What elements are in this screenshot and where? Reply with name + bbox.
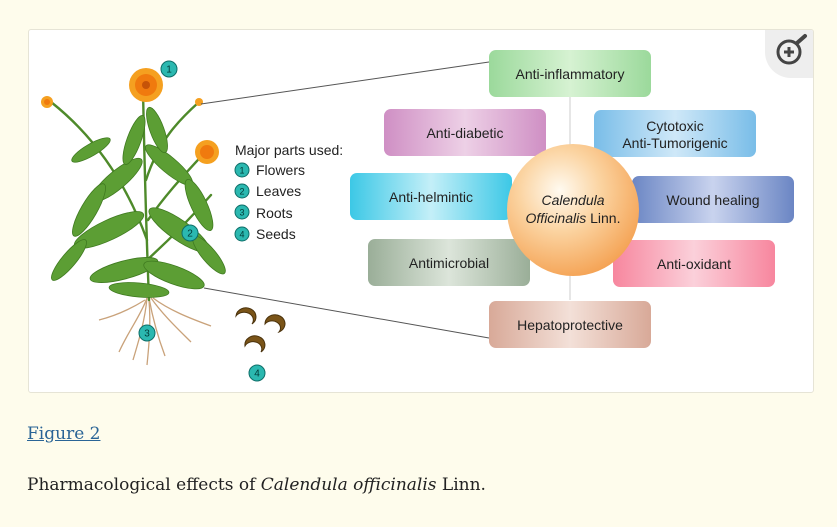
effect-anti-oxidant: Anti-oxidant	[613, 240, 775, 287]
marker-4: 4	[248, 364, 266, 382]
svg-text:Anti-oxidant: Anti-oxidant	[657, 256, 731, 272]
svg-text:1: 1	[166, 65, 172, 76]
svg-text:Wound healing: Wound healing	[666, 192, 759, 208]
calendula-flower	[195, 98, 203, 106]
calendula-flower	[129, 68, 163, 102]
effect-hepatoprotective: Hepatoprotective	[489, 301, 651, 348]
svg-text:Hepatoprotective: Hepatoprotective	[517, 317, 623, 333]
svg-text:Cytotoxic: Cytotoxic	[646, 118, 704, 134]
marker-1: 1	[160, 60, 178, 78]
svg-text:Calendula: Calendula	[541, 192, 604, 208]
svg-text:Anti-helmintic: Anti-helmintic	[389, 189, 473, 205]
calendula-flower	[195, 140, 219, 164]
effect-antimicrobial: Antimicrobial	[368, 239, 530, 286]
calendula-flower	[41, 96, 53, 108]
seed-illustrations	[235, 307, 286, 353]
caption-species: Calendula officinalis	[260, 475, 437, 495]
part-flowers: Flowers	[256, 162, 305, 178]
svg-text:4: 4	[254, 369, 260, 380]
svg-text:3: 3	[239, 208, 244, 218]
center-species-circle: Calendula Officinalis Linn.	[507, 144, 639, 276]
calendula-plant-illustration	[41, 68, 226, 366]
figure-image[interactable]: 1 2 3 4 Major parts used: 1 Flowers 2	[28, 29, 814, 393]
svg-text:4: 4	[239, 230, 244, 240]
svg-text:1: 1	[239, 166, 244, 176]
part-leaves: Leaves	[256, 183, 301, 199]
effect-anti-helmintic: Anti-helmintic	[350, 173, 512, 220]
svg-text:2: 2	[239, 187, 244, 197]
effect-cytotoxic-anti-tumorigenic: Cytotoxic Anti-Tumorigenic	[594, 110, 756, 157]
parts-legend-heading: Major parts used:	[235, 142, 343, 158]
figure-caption: Pharmacological effects of Calendula off…	[27, 475, 486, 495]
zoom-button[interactable]	[765, 30, 813, 78]
parts-legend: Major parts used: 1 Flowers 2 Leaves 3 R…	[234, 142, 343, 242]
diagram-canvas: 1 2 3 4 Major parts used: 1 Flowers 2	[41, 50, 794, 382]
svg-text:2: 2	[187, 229, 193, 240]
svg-text:Anti-Tumorigenic: Anti-Tumorigenic	[622, 135, 727, 151]
marker-2: 2	[181, 224, 199, 242]
effect-anti-diabetic: Anti-diabetic	[384, 109, 546, 156]
svg-text:Anti-diabetic: Anti-diabetic	[426, 125, 503, 141]
part-seeds: Seeds	[256, 226, 296, 242]
svg-text:3: 3	[144, 329, 150, 340]
part-roots: Roots	[256, 205, 293, 221]
marker-3: 3	[138, 324, 156, 342]
effect-anti-inflammatory: Anti-inflammatory	[489, 50, 651, 97]
figure-link[interactable]: Figure 2	[27, 424, 101, 444]
svg-text:Anti-inflammatory: Anti-inflammatory	[516, 66, 625, 82]
effect-wound-healing: Wound healing	[632, 176, 794, 223]
svg-text:Officinalis Linn.: Officinalis Linn.	[526, 210, 621, 226]
zoom-in-icon	[776, 34, 807, 65]
svg-text:Antimicrobial: Antimicrobial	[409, 255, 489, 271]
